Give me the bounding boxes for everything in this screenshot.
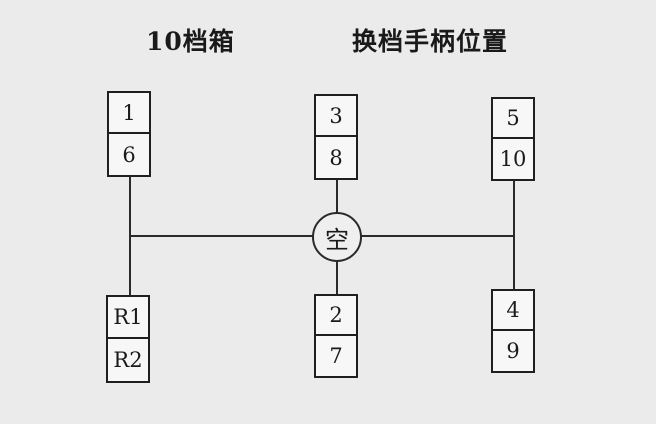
- gear-box-r1-r2: R1 R2: [106, 295, 150, 383]
- shifter-position-title: 换档手柄位置: [352, 27, 509, 56]
- center-upper-rail: [336, 180, 338, 214]
- right-vertical-rail: [513, 180, 515, 291]
- gear-label: 6: [122, 142, 136, 167]
- neutral-position: 空: [312, 212, 362, 262]
- gear-label: 3: [316, 96, 356, 137]
- gear-label: 9: [506, 339, 520, 363]
- gear-label: R2: [113, 348, 143, 372]
- gear-box-4-9: 4 9: [491, 289, 535, 373]
- gear-box-1-6: 1 6: [107, 91, 151, 177]
- center-lower-rail: [336, 260, 338, 296]
- gear-label: 8: [329, 145, 343, 170]
- gear-label: 2: [316, 296, 356, 336]
- gear-box-2-7: 2 7: [314, 294, 358, 378]
- gear-label: 10: [499, 147, 527, 171]
- gear-box-5-10: 5 10: [491, 97, 535, 181]
- gear-label: 1: [109, 93, 149, 134]
- gear-label: 4: [493, 291, 533, 331]
- left-vertical-rail: [129, 175, 131, 297]
- gear-box-3-8: 3 8: [314, 94, 358, 180]
- gear-label: 5: [493, 99, 533, 139]
- gear-label: 7: [329, 344, 343, 368]
- gearbox-title: 10档箱: [146, 27, 235, 56]
- gear-label: R1: [108, 297, 148, 339]
